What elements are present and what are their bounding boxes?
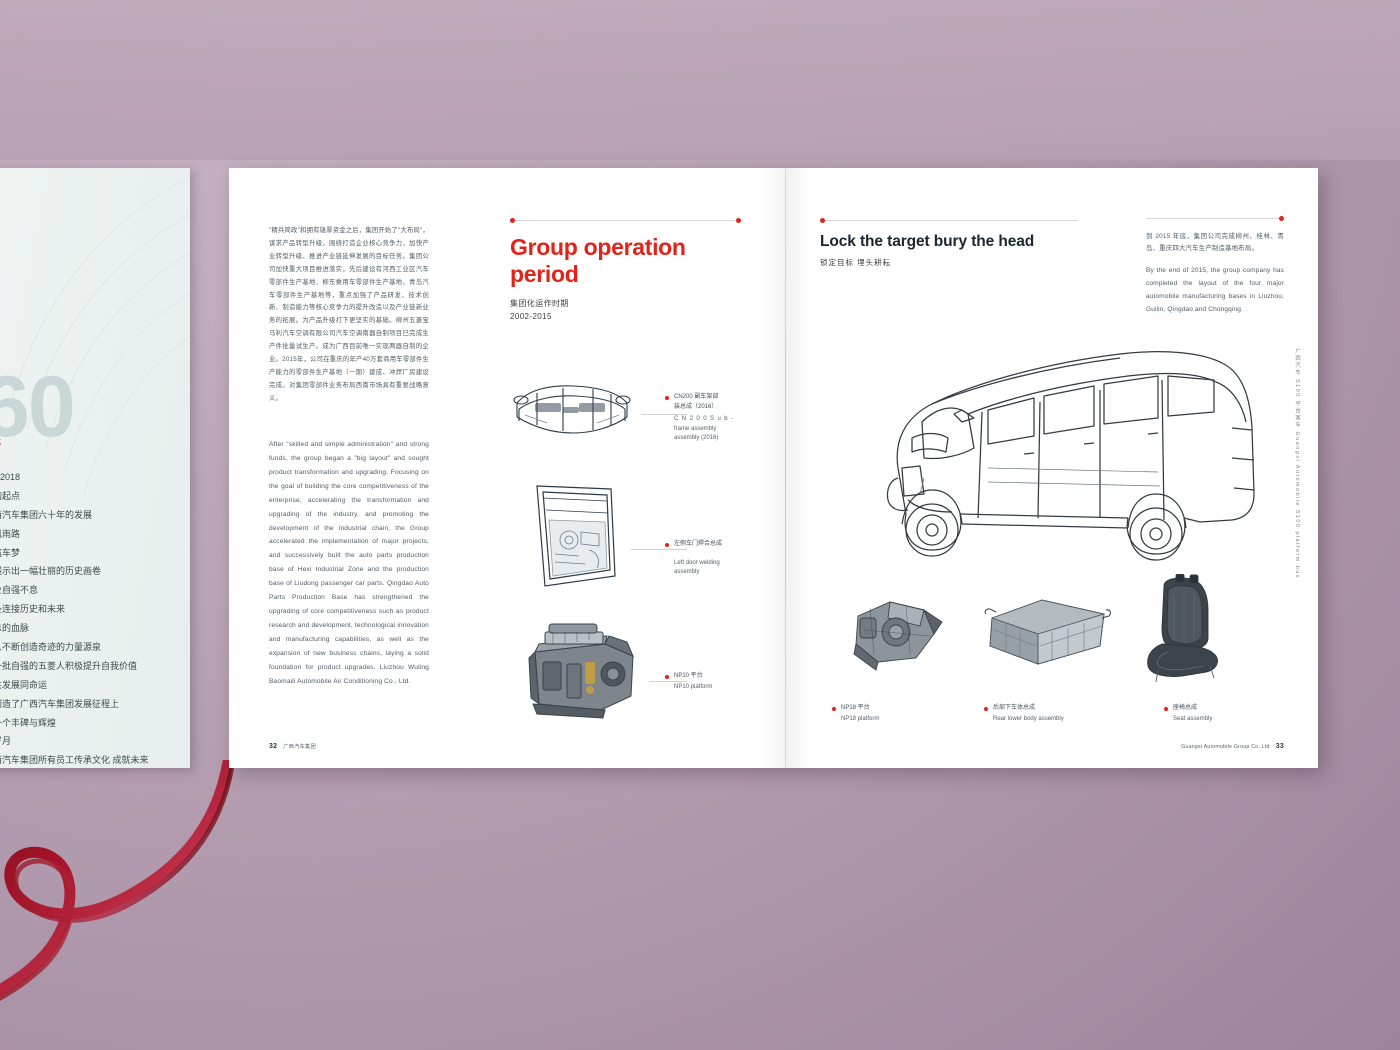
poem-line: 成就和创造了广西汽车集团发展征程上 xyxy=(0,698,120,709)
right-intro-block: 到 2015 年底，集团公司完成柳州、桂林、青岛、重庆四大汽车生产制造基地布局。… xyxy=(1146,216,1284,316)
callout-cn200-en-line1: C N 2 0 0 S u b - xyxy=(674,416,734,423)
center-text-column: "精兵简政"和拥有雄厚资金之后，集团开始了"大布局"，谋求产品转型升级，围绕打造… xyxy=(269,225,429,689)
center-footer-page: 32 xyxy=(269,743,278,750)
van-line-drawing xyxy=(828,318,1263,618)
poem-line: 激励广西汽车集团所有员工传承文化 成就未来 xyxy=(0,755,149,766)
callout-np18-cn: NP18 平台 xyxy=(841,705,870,711)
center-heading-block: Group operation period 集团化运作时期 2002-2015 xyxy=(510,218,741,324)
callout-np10-en: NP10 platform xyxy=(674,683,713,690)
center-page: "精兵简政"和拥有雄厚资金之后，集团开始了"大布局"，谋求产品转型升级，围绕打造… xyxy=(229,168,785,768)
rule-dot-left-icon xyxy=(820,218,825,223)
watermark-number: 60 xyxy=(0,359,76,455)
callout-rear-lower-body-cn: 后部下车体总成 xyxy=(993,705,1036,711)
poem-line: 生生不息的血脉 xyxy=(0,623,30,634)
poem-line: 一批又一批自强的五菱人积极提升自我价值 xyxy=(0,660,138,671)
right-page-title: Lock the target bury the head xyxy=(820,233,1035,250)
right-footer-text: Guangxi Automobile Group Co.,Ltd xyxy=(1181,744,1270,750)
door-illustration xyxy=(519,480,629,595)
right-subtitle-cn: 锁定目标 埋头耕耘 xyxy=(820,258,892,267)
callout-left-door: 左侧车门焊合总成 Left door welding assembly xyxy=(665,540,775,578)
callout-cn200-en-line3: assembly (2016) xyxy=(674,435,719,442)
right-page: Lock the target bury the head 锁定目标 埋头耕耘 … xyxy=(786,168,1318,768)
right-footer-page: 33 xyxy=(1275,743,1284,750)
center-page-title: Group operation period xyxy=(510,234,686,287)
rule-dot-left-icon xyxy=(510,218,515,223)
rear-lower-body-illustration xyxy=(982,588,1112,673)
poem-line: 六十年岁月 xyxy=(0,736,12,747)
left-section-label: 卷首语 xyxy=(0,436,2,452)
gutter-line xyxy=(785,168,786,768)
callout-dot-icon xyxy=(984,707,988,711)
heading-rule xyxy=(510,218,741,223)
center-page-footer: 32 广西汽车集团 xyxy=(269,743,316,750)
callout-left-door-en-line2: assembly xyxy=(674,569,700,576)
np18-transmission-illustration xyxy=(840,588,950,673)
left-partial-page: 60 卷首语 1958 至 2018 站在新的起点回眸广西汽车集团六十年的发展六十… xyxy=(0,168,190,768)
decorative-arcs xyxy=(0,168,190,558)
center-chinese-paragraph: "精兵简政"和拥有雄厚资金之后，集团开始了"大布局"，谋求产品转型升级，围绕打造… xyxy=(269,227,429,402)
center-footer-text: 广西汽车集团 xyxy=(283,744,316,750)
poem-line: 六十年汽车梦 xyxy=(0,547,21,558)
right-heading-block: Lock the target bury the head 锁定目标 埋头耕耘 xyxy=(820,218,1078,268)
poem-line: 1958 至 2018 xyxy=(0,472,21,482)
poem-line: 是五菱人不断创造奇迹的力量源泉 xyxy=(0,642,102,653)
leader-line-3 xyxy=(649,681,687,682)
callout-seat-en: Seat assembly xyxy=(1173,715,1213,722)
subframe-illustration xyxy=(507,373,637,443)
left-poem: 1958 至 2018 站在新的起点回眸广西汽车集团六十年的发展六十年风雨路六十年… xyxy=(0,468,176,768)
poem-line: 与企业共发展同命运 xyxy=(0,679,48,690)
right-side-caption: 广西汽车 S100 平台客车 Guangxi Automobile S100 p… xyxy=(1294,348,1300,579)
callout-cn200-cn-line1: CN200 副车架部 xyxy=(674,394,719,400)
callout-cn200-cn-line2: 装总成（2016） xyxy=(674,403,718,410)
callout-dot-icon xyxy=(665,675,669,679)
poem-line: 向世人展示出一幅壮丽的历史画卷 xyxy=(0,566,102,577)
center-subtitle-cn: 集团化运作时期 xyxy=(510,299,569,308)
right-page-footer: Guangxi Automobile Group Co.,Ltd 33 xyxy=(1181,743,1284,750)
poem-line: 站在新的起点 xyxy=(0,490,21,501)
seat-illustration xyxy=(1138,574,1228,684)
callout-seat: 座椅总成 Seat assembly xyxy=(1164,704,1284,724)
magazine-spread: "精兵简政"和拥有雄厚资金之后，集团开始了"大布局"，谋求产品转型升级，围绕打造… xyxy=(229,168,1318,768)
gutter-shadow xyxy=(763,168,809,768)
leader-line-2 xyxy=(631,549,687,550)
callout-np18-en: NP18 platform xyxy=(841,715,880,722)
callout-np18: NP18 平台 NP18 platform xyxy=(832,704,952,724)
leader-line-1 xyxy=(641,414,687,415)
callout-np10-cn: NP10 平台 xyxy=(674,673,703,679)
callout-cn200: CN200 副车架部 装总成（2016） C N 2 0 0 S u b - f… xyxy=(665,393,775,444)
callout-dot-icon xyxy=(665,543,669,547)
heading-rule xyxy=(820,218,1078,223)
callout-dot-icon xyxy=(1164,707,1168,711)
poem-line: 艰苦创业自强不息 xyxy=(0,585,39,596)
intro-rule xyxy=(1146,216,1284,221)
callout-rear-lower-body: 后部下车体总成 Rear lower body assembly xyxy=(984,704,1144,724)
rule-dot-right-icon xyxy=(736,218,741,223)
decorative-ribbon xyxy=(0,760,400,1050)
right-intro-en: By the end of 2015, the group company ha… xyxy=(1146,266,1284,313)
engine-illustration xyxy=(509,618,649,728)
poem-line: 六十年风雨路 xyxy=(0,528,21,539)
right-intro-cn: 到 2015 年底，集团公司完成柳州、桂林、青岛、重庆四大汽车生产制造基地布局。 xyxy=(1146,233,1284,253)
rule-dot-right-icon xyxy=(1279,216,1284,221)
callout-rear-lower-body-en: Rear lower body assembly xyxy=(993,715,1064,722)
poem-line: 这是一条连接历史和未来 xyxy=(0,604,66,615)
callout-cn200-en-line2: frame assembly xyxy=(674,425,717,432)
callout-seat-cn: 座椅总成 xyxy=(1173,705,1198,711)
callout-left-door-en-line1: Left door welding xyxy=(674,559,720,566)
poem-line: 回眸广西汽车集团六十年的发展 xyxy=(0,509,93,520)
callout-left-door-cn: 左侧车门焊合总成 xyxy=(674,541,723,547)
callout-np10: NP10 平台 NP10 platform xyxy=(665,672,775,692)
center-english-paragraph: After "skilled and simple administration… xyxy=(269,440,429,686)
center-subtitle-years: 2002-2015 xyxy=(510,312,552,322)
backdrop-sheen xyxy=(0,0,1400,160)
poem-line: 一个又一个丰碑与辉煌 xyxy=(0,717,57,728)
callout-dot-icon xyxy=(832,707,836,711)
callout-dot-icon xyxy=(665,396,669,400)
